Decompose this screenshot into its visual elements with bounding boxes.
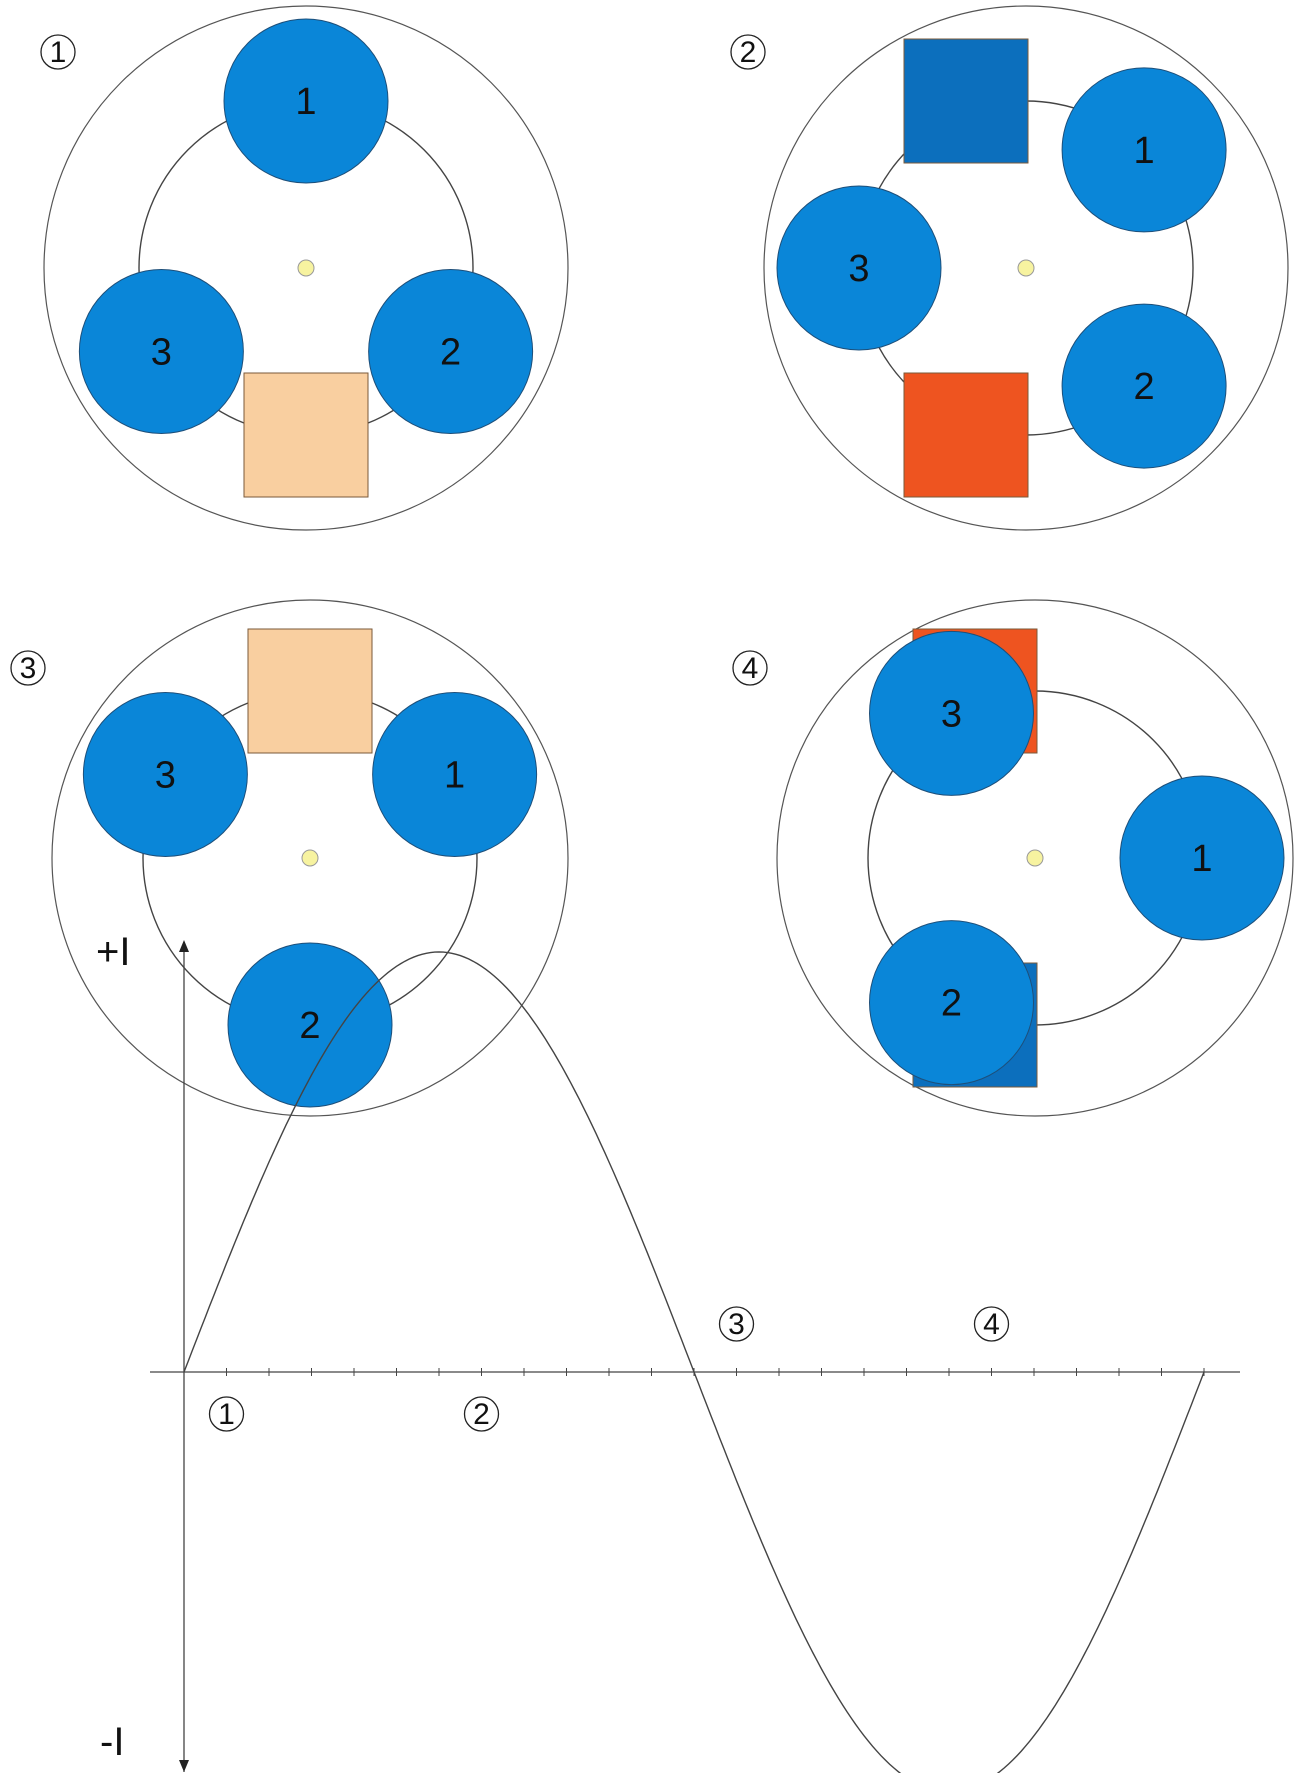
rotor-coil-1: 1 [223,18,389,184]
rotor-coil-number: 2 [1134,366,1155,408]
step-marker-number: 3 [728,1308,745,1341]
rotor-coil-1: 1 [372,692,538,857]
step-marker-ring [40,34,76,70]
rotor-coil-number: 3 [151,332,172,374]
outer-housing-ring [776,599,1294,1117]
rotor-coil-number: 3 [848,248,869,290]
step-marker-number: 1 [218,1398,235,1431]
rotor-coil-number: 1 [1134,130,1155,172]
current-waveform-chart: +I -I 1 2 3 4 [96,930,1240,1773]
step-marker-ring [732,650,768,686]
step-marker: 3 [718,1306,755,1342]
stator-pole-blue [903,38,1029,164]
current-sine-line [183,951,1205,1773]
rotor-coil-2: 2 [227,942,393,1108]
rotor-coil-number: 2 [941,983,962,1025]
rotor-coil-number: 3 [155,755,176,797]
step-marker: 2 [463,1396,500,1432]
rotor-coil-disc [1119,775,1285,941]
rotor-coil-disc [776,185,942,351]
rotor-coil-disc [78,269,244,434]
step-marker: 4 [732,650,768,686]
step-marker: 1 [208,1396,245,1432]
step-marker-number: 4 [742,652,759,685]
step-marker-ring [10,650,46,686]
rotor-coil-number: 2 [440,332,461,374]
hub-axle [301,849,319,867]
step-marker-number: 3 [20,652,37,685]
rotor-coil-disc [1061,303,1227,469]
outer-housing-ring [51,599,569,1117]
rotor-coil-disc [869,920,1034,1086]
rotor-coil-3: 3 [869,630,1034,796]
hub-axle [1017,259,1035,277]
step-marker-ring [973,1306,1010,1342]
hub-axle [297,259,315,277]
rotor-coil-3: 3 [78,269,244,434]
step-marker-number: 1 [50,36,67,69]
step-marker: 1 [40,34,76,70]
step-marker-ring [718,1306,755,1342]
y-axis-arrow-down [179,1760,189,1772]
stage-panel-2: 1 2 3 2 [730,5,1289,531]
rotor-coil-number: 3 [941,693,962,735]
y-axis-min-label: -I [100,1720,124,1764]
rotor-coil-disc [223,18,389,184]
rotor-coil-2: 2 [869,920,1034,1086]
rotor-coil-3: 3 [82,692,248,857]
hub-axle [1026,849,1044,867]
rotor-coil-number: 1 [295,81,316,123]
step-marker: 2 [730,34,766,70]
step-marker-number: 2 [740,36,757,69]
step-marker-ring [730,34,766,70]
y-axis-max-label: +I [96,930,130,974]
rotor-coil-1: 1 [1119,775,1285,941]
rotor-coil-disc [869,630,1034,796]
rotor-coil-disc [368,269,534,434]
step-marker-number: 2 [473,1398,490,1431]
outer-housing-ring [43,5,569,531]
step-marker: 4 [973,1306,1010,1342]
rotor-coil-1: 1 [1061,67,1227,233]
rotor-coil-number: 2 [299,1005,320,1047]
step-marker: 3 [10,650,46,686]
stator-pole-light [247,628,373,754]
rotor-coil-disc [227,942,393,1108]
stage-panel-4: 1 2 3 4 [732,599,1294,1117]
rotor-coil-disc [372,692,538,857]
stage-panel-3: 1 2 3 3 [10,599,569,1117]
step-marker-ring [208,1396,245,1432]
rotor-coil-disc [1061,67,1227,233]
step-marker-ring [463,1396,500,1432]
y-axis-arrow-up [179,940,189,952]
outer-housing-ring [763,5,1289,531]
stage-panel-1: 1 2 3 1 [40,5,569,531]
stator-pole-light [243,372,369,498]
rotor-coil-number: 1 [444,755,465,797]
rotor-coil-disc [82,692,248,857]
rotor-coil-3: 3 [776,185,942,351]
rotor-coil-2: 2 [368,269,534,434]
rotor-coil-number: 1 [1191,838,1212,880]
step-marker-number: 4 [983,1308,1000,1341]
stator-pole-red [903,372,1029,498]
rotor-coil-2: 2 [1061,303,1227,469]
